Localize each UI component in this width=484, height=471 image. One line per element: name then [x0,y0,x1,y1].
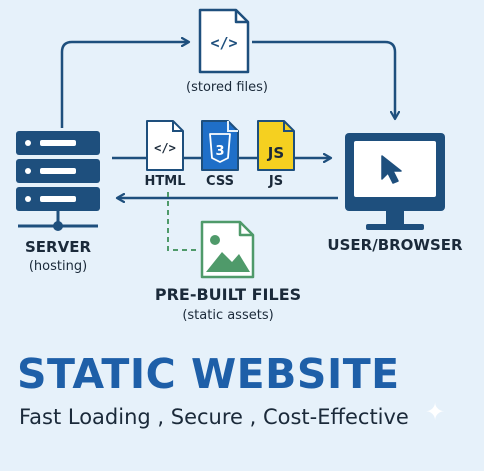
server-title: SERVER [24,238,92,256]
deliver-arrow [252,40,395,118]
js-file-icon: JS [257,120,295,171]
server-subtitle: (hosting) [28,259,88,274]
css-file-icon: 3 [201,120,239,171]
css-label: CSS [206,174,234,189]
server-icon [16,131,100,231]
svg-text:3: 3 [215,144,224,159]
html-label: HTML [144,174,186,189]
prebuilt-title: PRE-BUILT FILES [154,285,302,304]
image-file-icon [200,220,255,279]
upload-arrow [60,42,188,128]
dashed-connector [167,192,200,251]
page-subtitle: Fast Loading , Secure , Cost-Effective [19,405,409,429]
stored-files-label: (stored files) [186,80,268,95]
svg-text:</>: </> [210,34,237,52]
sparkle-icon: ✦ [425,398,446,426]
browser-title: USER/BROWSER [327,236,463,254]
monitor-icon [345,133,445,230]
svg-text:JS: JS [267,144,284,162]
page-title: STATIC WEBSITE [17,350,400,398]
js-label: JS [268,174,284,189]
prebuilt-subtitle: (static assets) [182,308,274,323]
html-file-icon: </> [146,120,184,171]
svg-text:</>: </> [154,141,176,155]
stored-file-icon: </> [198,8,250,74]
